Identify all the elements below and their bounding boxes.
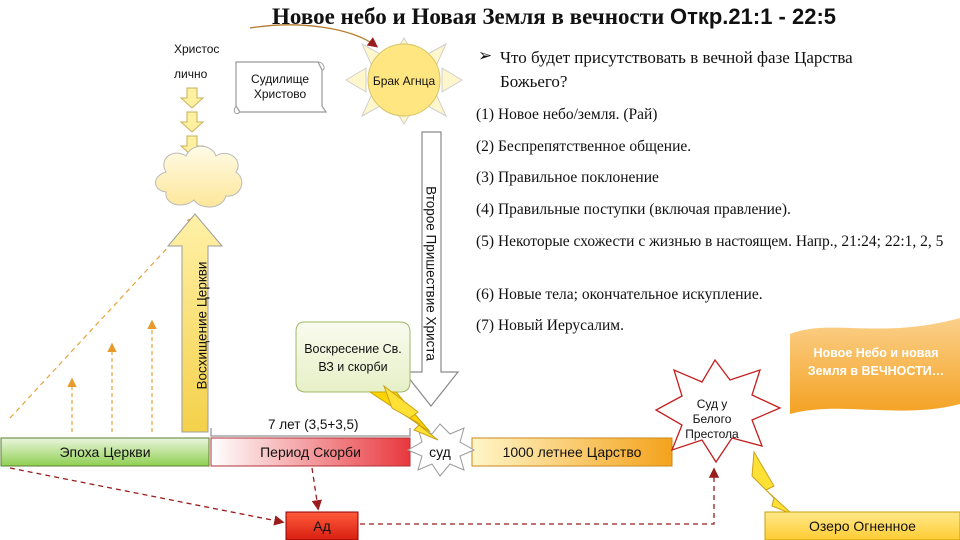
seven-years-label: 7 лет (3,5+3,5) (268, 417, 359, 432)
white-throne-label: Суд у Белого Престола (685, 396, 739, 441)
tribulation-to-hell-arrow (311, 467, 322, 511)
resurrection-label: Воскресение Св. ВЗ и скорби (304, 342, 402, 374)
hell-box (285, 511, 359, 540)
church-age-bar (0, 437, 210, 467)
church-age-label: Эпоха Церкви (59, 444, 151, 460)
item-6: (6) Новые тела; окончательное искупление… (476, 286, 763, 303)
lake-of-fire-label: Озеро Огненное (809, 518, 916, 534)
item-1: (1) Новое небо/земля. (Рай) (476, 106, 658, 123)
judgment-label: суд (429, 444, 451, 460)
hell-label: Ад (313, 518, 331, 534)
title-main: Новое небо и Новая Земля в вечности (272, 4, 665, 29)
second-coming-arrow (402, 131, 460, 407)
cloud-shape (155, 145, 243, 208)
item-2: (2) Беспрепятственное общение. (476, 138, 692, 155)
rapture-ray-long (9, 216, 197, 419)
second-coming-label: Второе Пришествие Христа (423, 186, 439, 361)
hell-to-throne-arrow (360, 467, 720, 525)
scroll-shape (235, 61, 328, 113)
judgment-burst (406, 423, 476, 477)
item-5: (5) Некоторые схожести с жизнью в настоя… (476, 233, 944, 250)
item-4: (4) Правильные поступки (включая правлен… (476, 201, 791, 218)
question-bullet-icon: ➢ (478, 46, 493, 66)
white-throne-burst (654, 358, 782, 464)
item-7: (7) Новый Иерусалим. (476, 317, 624, 334)
millennium-label: 1000 летнее Царство (502, 444, 642, 460)
sun-label: Брак Агнца (372, 73, 436, 88)
seven-years-bracket (210, 428, 411, 437)
rapture-label: Восхищение Церкви (194, 261, 210, 390)
millennium-bar (471, 437, 673, 467)
tribulation-bar (210, 437, 411, 467)
personally-label: лично (174, 67, 208, 81)
eternity-banner (790, 318, 960, 414)
sun-shape (345, 37, 463, 125)
scroll-label: Судилище Христово (250, 72, 310, 101)
scroll-to-sun-arrow (249, 24, 379, 48)
title-reference: Откр.21:1 - 22:5 (669, 4, 837, 29)
rapture-arrow (166, 213, 224, 433)
church-to-hell-arrow (9, 467, 285, 526)
lake-of-fire-box (764, 511, 960, 540)
question-text: Что будет присутствовать в вечной фазе Ц… (500, 48, 853, 91)
page-title: Новое небо и Новая Земля в вечности Откр… (272, 4, 836, 30)
lightning-bolt-2 (751, 450, 793, 515)
lightning-bolt-1 (382, 384, 439, 441)
tribulation-label: Период Скорби (260, 444, 361, 460)
item-3: (3) Правильное поклонение (476, 169, 659, 186)
eternity-label: Новое Небо и новая Земля в ВЕЧНОСТИ… (807, 346, 945, 378)
christ-label: Христос (174, 42, 220, 56)
